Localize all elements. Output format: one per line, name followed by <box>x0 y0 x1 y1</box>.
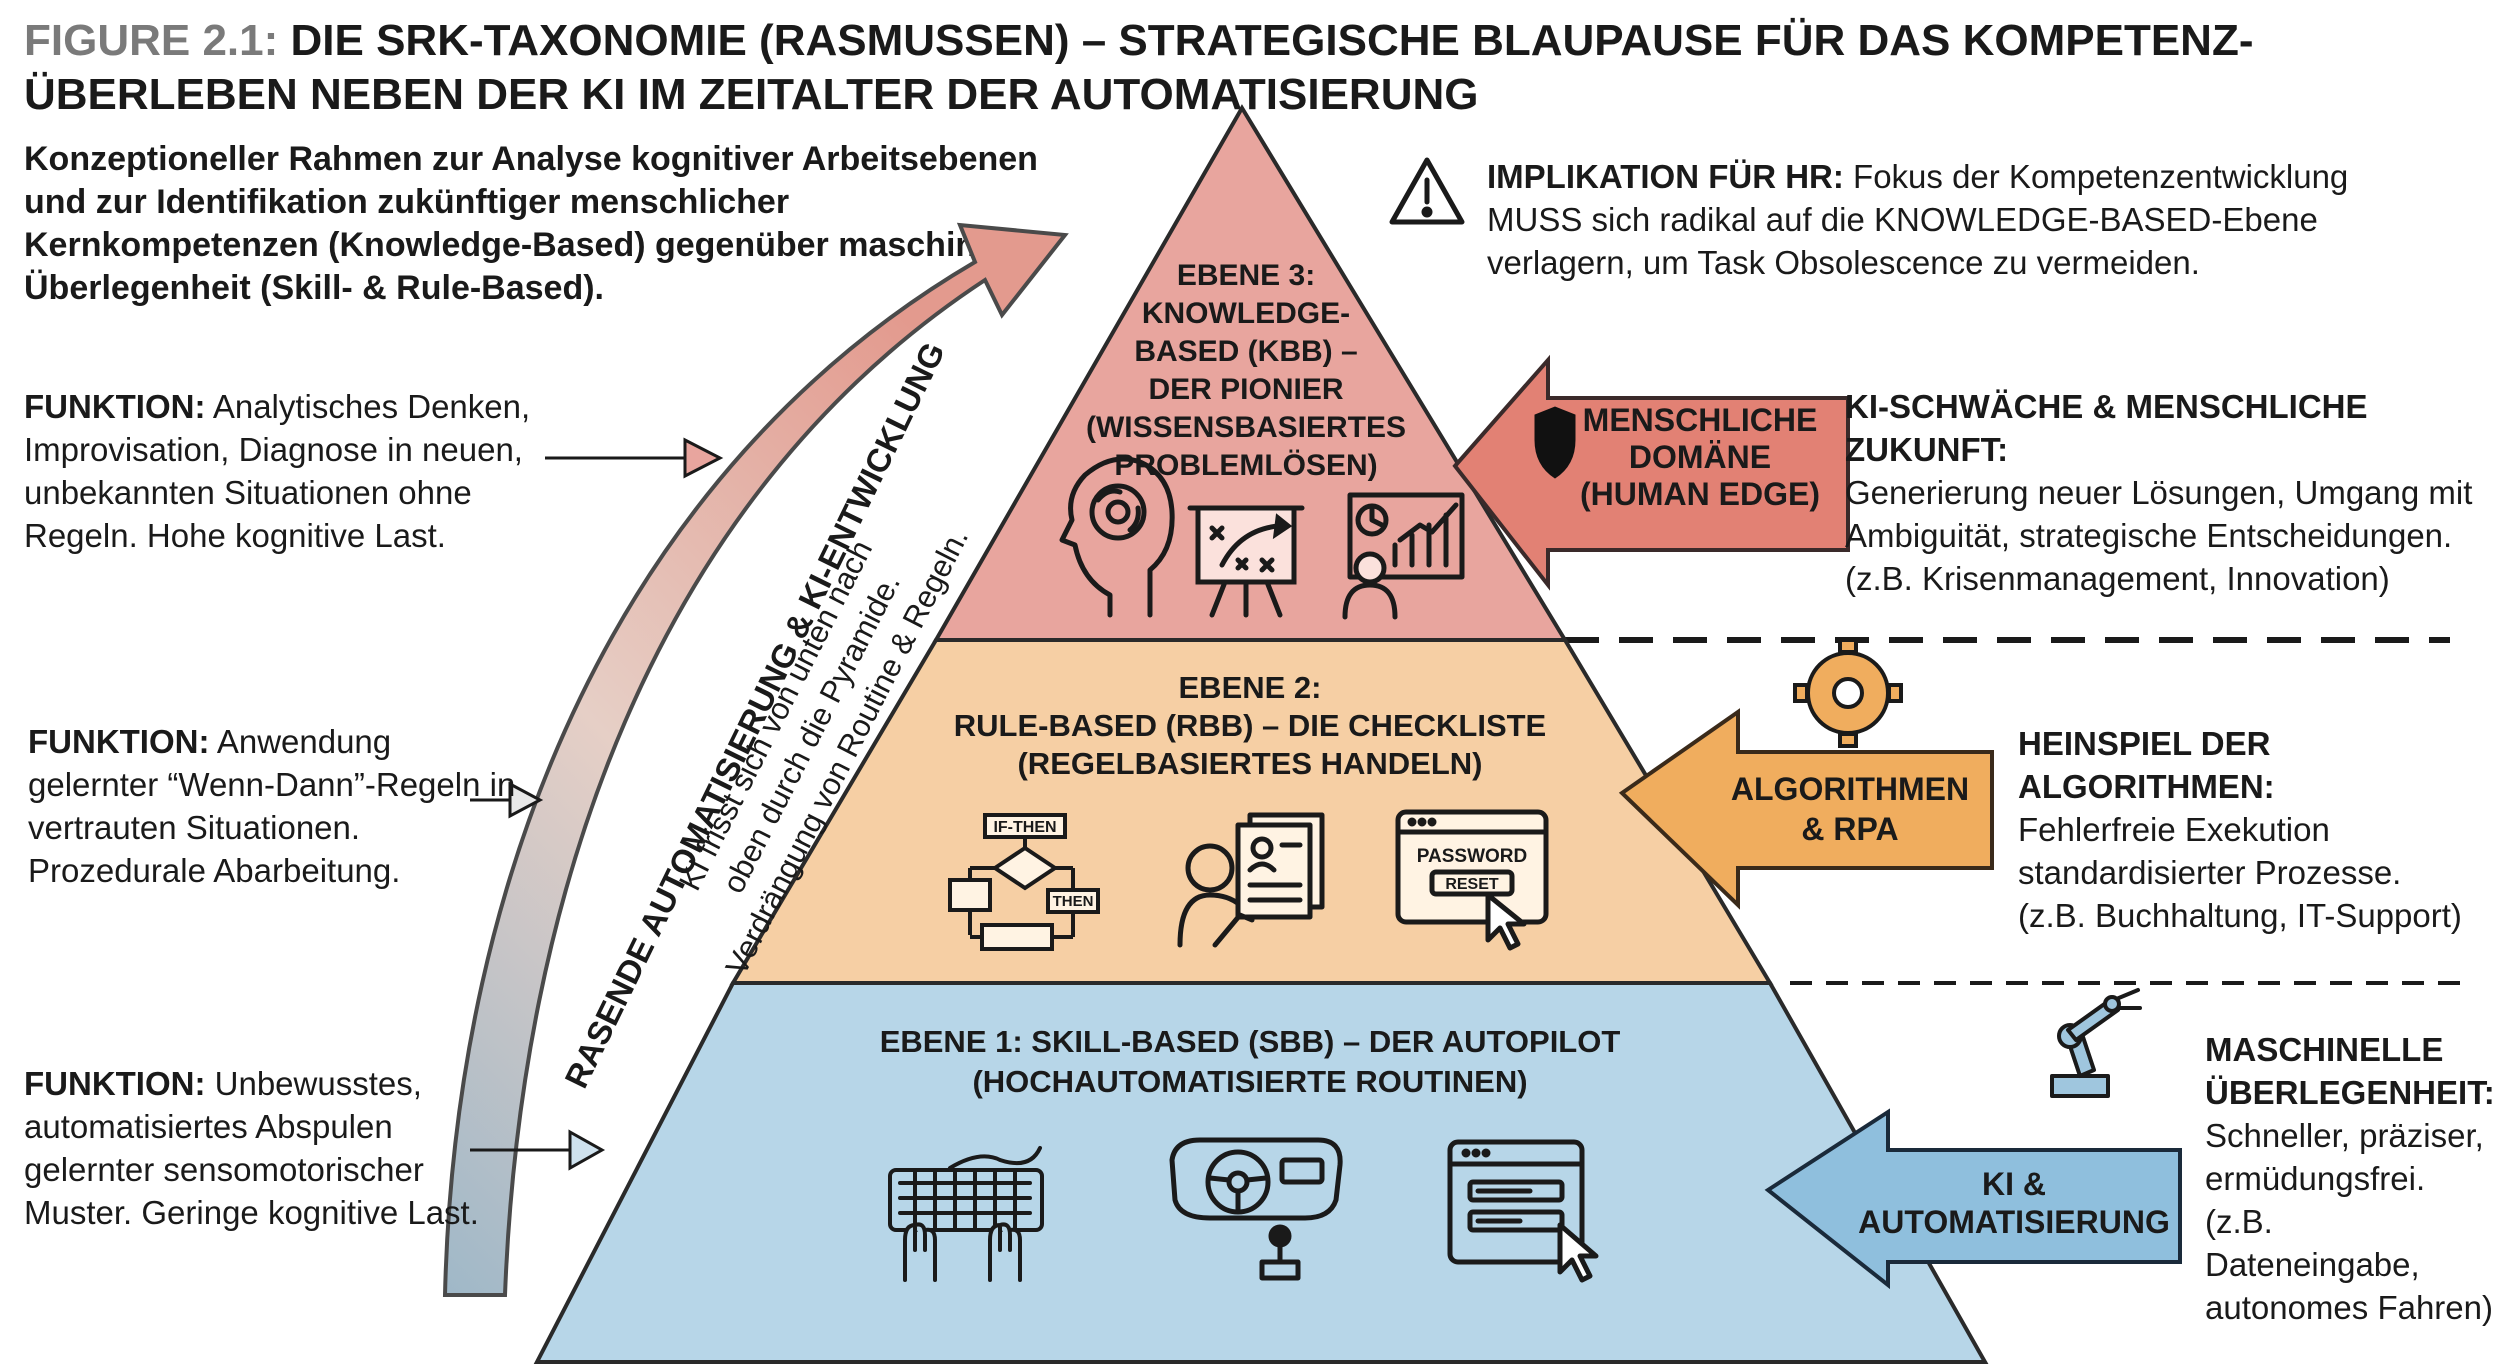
warning-icon <box>1389 157 1465 225</box>
function-text-kbb: FUNKTION: Analytisches Denken, Improvisa… <box>24 385 534 557</box>
function-pointer-rbb <box>470 781 544 819</box>
svg-text:AUTOMATISIERUNG: AUTOMATISIERUNG <box>1858 1204 2170 1240</box>
function-description: Anwendung gelernter “Wenn-Dann”-Regeln i… <box>28 723 516 889</box>
function-pointer-sbb <box>470 1129 606 1171</box>
human-domain-arrow: MENSCHLICHE DOMÄNE (HUMAN EDGE) <box>1452 354 1850 591</box>
keyboard-hands-icon <box>888 1146 1044 1282</box>
svg-text:IF-THEN: IF-THEN <box>993 819 1056 836</box>
figure-subtitle: Konzeptioneller Rahmen zur Analyse kogni… <box>24 140 1047 307</box>
svg-text:(HOCHAUTOMATISIERTE ROUTINEN): (HOCHAUTOMATISIERTE ROUTINEN) <box>972 1064 1527 1099</box>
svg-text:ALGORITHMEN: ALGORITHMEN <box>1731 771 1969 807</box>
hr-implication-label: IMPLIKATION FÜR HR: <box>1487 158 1844 195</box>
figure-title-text: DIE SRK-TAXONOMIE (RASMUSSEN) – STRATEGI… <box>24 16 2254 119</box>
ai-automation-arrow: KI & AUTOMATISIERUNG <box>1764 1108 2182 1290</box>
algorithms-rpa-arrow: ALGORITHMEN & RPA <box>1618 708 1994 910</box>
hr-implication-text: Fokus der Kompetenzentwicklung MUSS sich… <box>1487 158 2349 281</box>
side-description: Generierung neuer Lösungen, Umgang mit A… <box>1845 474 2473 597</box>
password-reset-icon: PASSWORD RESET <box>1395 809 1549 951</box>
svg-text:KI &: KI & <box>1982 1166 2046 1202</box>
svg-text:RESET: RESET <box>1445 876 1499 893</box>
svg-text:EBENE 3:: EBENE 3: <box>1177 259 1315 292</box>
svg-text:THEN: THEN <box>1053 893 1094 910</box>
side-text-sbb: MASCHINELLE ÜBERLEGENHEIT: Schneller, präz… <box>2205 1028 2495 1329</box>
person-document-icon <box>1177 812 1325 948</box>
side-text-rbb: HEINSPIEL DER ALGORITHMEN:Fehlerfreie Ex… <box>2018 722 2478 937</box>
side-title-line-1: MASCHINELLE <box>2205 1031 2444 1068</box>
function-label: FUNKTION: <box>24 1065 206 1102</box>
analyst-presentation-icon <box>1342 492 1465 620</box>
svg-text:BASED (KBB) –: BASED (KBB) – <box>1134 335 1357 368</box>
svg-text:PROBLEMLÖSEN): PROBLEMLÖSEN) <box>1114 449 1377 482</box>
function-description: Analytisches Denken, Improvisation, Diag… <box>24 388 531 554</box>
side-description: Schneller, präziser, ermüdungsfrei. (z.B… <box>2205 1117 2493 1326</box>
flowchart-icon: IF-THEN THEN <box>948 813 1100 951</box>
gear-icon <box>1793 638 1903 748</box>
svg-text:& RPA: & RPA <box>1801 811 1898 847</box>
side-title-line-2: ÜBERLEGENHEIT: <box>2205 1074 2495 1111</box>
automation-curved-arrow <box>442 222 1069 1297</box>
svg-text:(HUMAN EDGE): (HUMAN EDGE) <box>1580 476 1820 512</box>
svg-text:PASSWORD: PASSWORD <box>1417 846 1527 867</box>
robot-arm-icon <box>2050 988 2142 1098</box>
pyramid-level-sbb <box>533 981 1989 1364</box>
strategy-board-icon <box>1187 505 1305 618</box>
svg-text:EBENE 2:: EBENE 2: <box>1179 670 1322 705</box>
figure-title: FIGURE 2.1: DIE SRK-TAXONOMIE (RASMUSSEN… <box>24 14 2474 122</box>
steering-wheel-icon <box>1169 1137 1343 1281</box>
svg-text:DOMÄNE: DOMÄNE <box>1629 439 1771 475</box>
level-title-rbb: EBENE 2: RULE-BASED (RBB) – DIE CHECKLIS… <box>954 670 1546 781</box>
svg-text:RULE-BASED (RBB) – DIE CHECKLI: RULE-BASED (RBB) – DIE CHECKLISTE <box>954 708 1546 743</box>
svg-text:KNOWLEDGE-: KNOWLEDGE- <box>1142 297 1350 330</box>
svg-text:DER PIONIER: DER PIONIER <box>1148 373 1343 406</box>
side-text-kbb: KI-SCHWÄCHE & MENSCHLICHE ZUKUNFT:Generi… <box>1845 385 2485 600</box>
side-title: HEINSPIEL DER ALGORITHMEN: <box>2018 725 2275 805</box>
hr-implication-note: IMPLIKATION FÜR HR: Fokus der Kompetenze… <box>1487 155 2447 284</box>
level-title-sbb: EBENE 1: SKILL-BASED (SBB) – DER AUTOPIL… <box>880 1024 1621 1099</box>
level-title-kbb: EBENE 3: KNOWLEDGE- BASED (KBB) – DER PI… <box>1086 259 1406 482</box>
svg-text:(REGELBASIERTES HANDELN): (REGELBASIERTES HANDELN) <box>1017 746 1482 781</box>
side-title: KI-SCHWÄCHE & MENSCHLICHE ZUKUNFT: <box>1845 388 2368 468</box>
function-label: FUNKTION: <box>24 388 206 425</box>
svg-text:MENSCHLICHE: MENSCHLICHE <box>1583 402 1818 438</box>
data-entry-window-icon <box>1447 1139 1599 1283</box>
svg-text:(WISSENSBASIERTES: (WISSENSBASIERTES <box>1086 411 1406 444</box>
function-pointer-kbb <box>545 437 724 479</box>
figure-label: FIGURE 2.1: <box>24 16 279 65</box>
function-text-sbb: FUNKTION: Unbewusstes, automatisiertes A… <box>24 1062 494 1234</box>
function-text-rbb: FUNKTION: Anwendung gelernter “Wenn-Dann… <box>28 720 528 892</box>
function-description: Unbewusstes, automatisiertes Abspulen ge… <box>24 1065 479 1231</box>
svg-text:EBENE 1: SKILL-BASED (SBB) – D: EBENE 1: SKILL-BASED (SBB) – DER AUTOPIL… <box>880 1024 1621 1059</box>
function-label: FUNKTION: <box>28 723 210 760</box>
side-description: Fehlerfreie Exekution standardisierter P… <box>2018 811 2462 934</box>
brain-head-icon <box>1059 456 1175 618</box>
